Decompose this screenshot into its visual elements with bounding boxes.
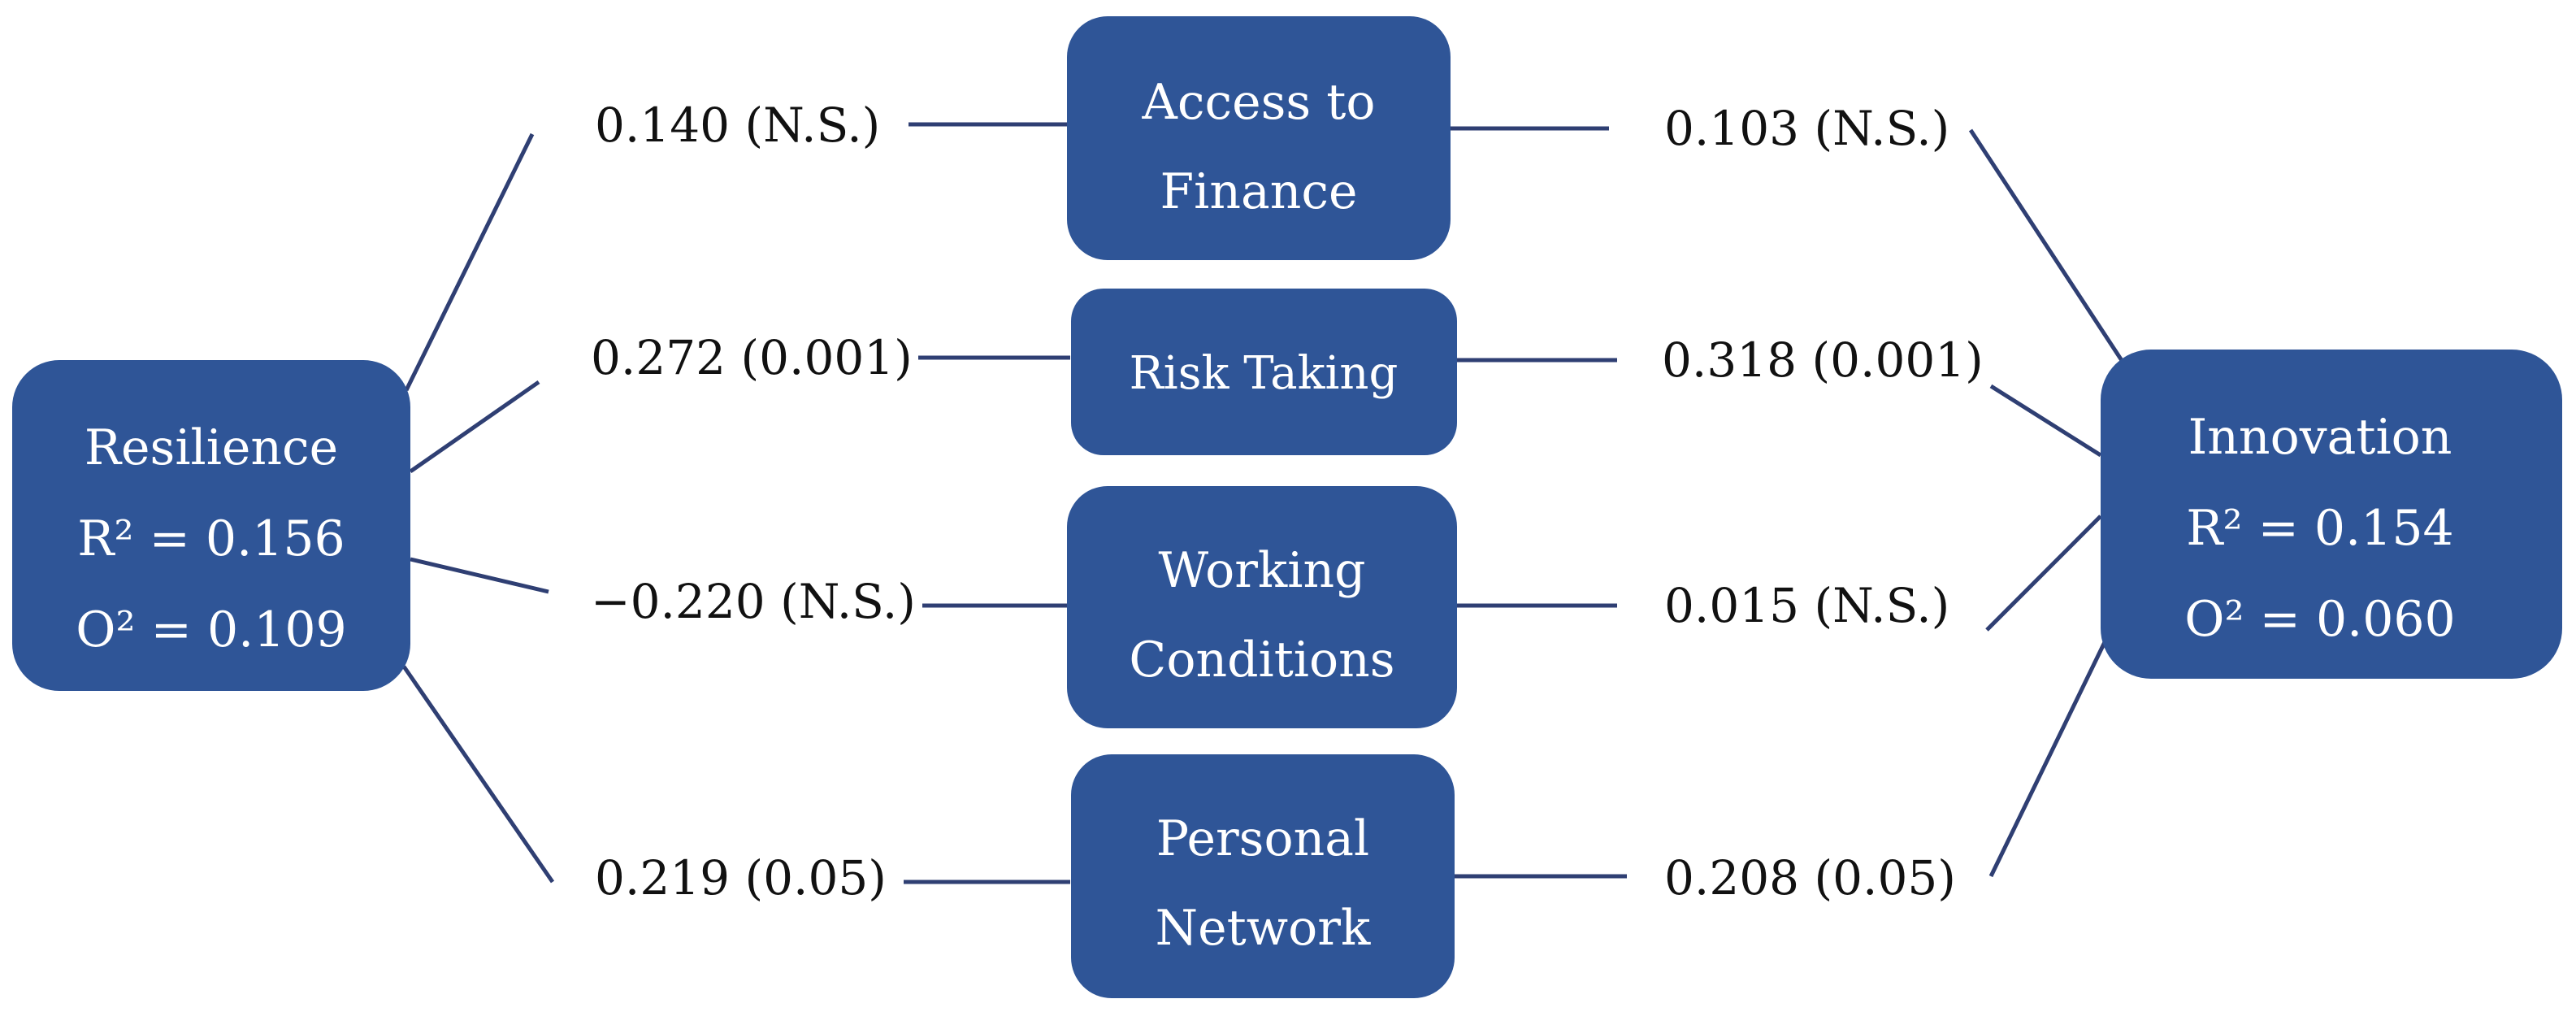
risk-taking-node: Risk Taking — [1071, 289, 1457, 455]
connector-innovation-working-conditions — [1985, 515, 2102, 632]
resilience-r-squared: R² = 0.156 — [77, 510, 345, 567]
working-conditions-node: Working Conditions — [1067, 486, 1457, 728]
coef-risk-taking-innovation: 0.318 (0.001) — [1662, 332, 1984, 388]
innovation-title: Innovation — [2188, 409, 2452, 466]
risk-taking-label: Risk Taking — [1130, 347, 1399, 400]
connector-resilience-personal-network — [401, 665, 555, 884]
personal-network-box — [1071, 754, 1455, 998]
access-to-finance-line-2: Finance — [1160, 163, 1358, 220]
working-conditions-line-1: Working — [1159, 542, 1366, 599]
personal-network-node: Personal Network — [1071, 754, 1455, 998]
access-to-finance-node: Access to Finance — [1067, 16, 1451, 260]
personal-network-line-1: Personal — [1156, 810, 1369, 867]
resilience-o-squared: O² = 0.109 — [76, 602, 346, 658]
coef-resilience-personal-network: 0.219 (0.05) — [595, 850, 887, 906]
working-conditions-line-2: Conditions — [1129, 632, 1394, 688]
resilience-node: Resilience R² = 0.156 O² = 0.109 — [12, 360, 410, 691]
resilience-box — [12, 360, 410, 691]
innovation-box — [2101, 350, 2562, 679]
connector-innovation-access-to-finance — [1968, 128, 2125, 363]
connector-innovation-personal-network — [1988, 641, 2107, 878]
innovation-node: Innovation R² = 0.154 O² = 0.060 — [2101, 350, 2562, 679]
access-to-finance-line-1: Access to — [1142, 74, 1376, 131]
working-conditions-box — [1067, 486, 1457, 728]
innovation-r-squared: R² = 0.154 — [2186, 500, 2453, 557]
coef-resilience-access-to-finance: 0.140 (N.S.) — [595, 98, 880, 153]
resilience-title: Resilience — [85, 419, 338, 476]
connector-resilience-working-conditions — [410, 557, 549, 594]
coef-resilience-working-conditions: −0.220 (N.S.) — [591, 574, 916, 629]
connector-resilience-access-to-finance — [404, 132, 535, 392]
connector-resilience-risk-taking — [409, 380, 540, 474]
innovation-o-squared: O² = 0.060 — [2184, 591, 2455, 648]
access-to-finance-box — [1067, 16, 1451, 260]
coef-personal-network-innovation: 0.208 (0.05) — [1664, 850, 1956, 906]
risk-taking-box — [1071, 289, 1457, 455]
coef-access-to-finance-innovation: 0.103 (N.S.) — [1664, 101, 1949, 156]
personal-network-line-2: Network — [1156, 900, 1371, 957]
coef-resilience-risk-taking: 0.272 (0.001) — [591, 330, 913, 385]
coef-working-conditions-innovation: 0.015 (N.S.) — [1664, 578, 1949, 633]
connector-innovation-risk-taking — [1989, 384, 2102, 458]
